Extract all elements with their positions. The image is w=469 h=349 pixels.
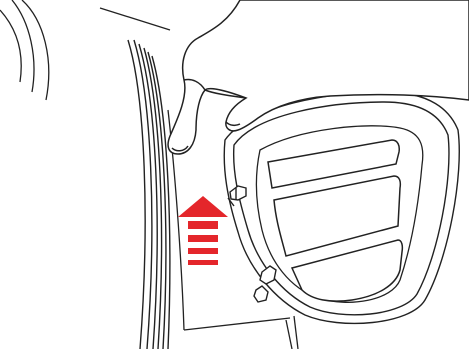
lens-segment-top bbox=[267, 139, 400, 189]
hand bbox=[167, 0, 469, 155]
clip-lower bbox=[253, 265, 277, 303]
arrow-bar-1 bbox=[188, 221, 218, 229]
tail-light-bezel bbox=[255, 125, 424, 303]
car-body-pillar bbox=[127, 39, 171, 349]
body-corner-left bbox=[0, 0, 50, 101]
lens-segment-middle bbox=[273, 175, 402, 257]
arrow-bar-4 bbox=[188, 260, 218, 265]
arrow-bar-3 bbox=[188, 248, 218, 254]
arrow-bar-2 bbox=[188, 235, 218, 242]
direction-arrow bbox=[178, 196, 228, 265]
clip-upper bbox=[227, 185, 247, 207]
arrow-head bbox=[178, 196, 228, 217]
lens-segment-bottom bbox=[290, 239, 404, 302]
